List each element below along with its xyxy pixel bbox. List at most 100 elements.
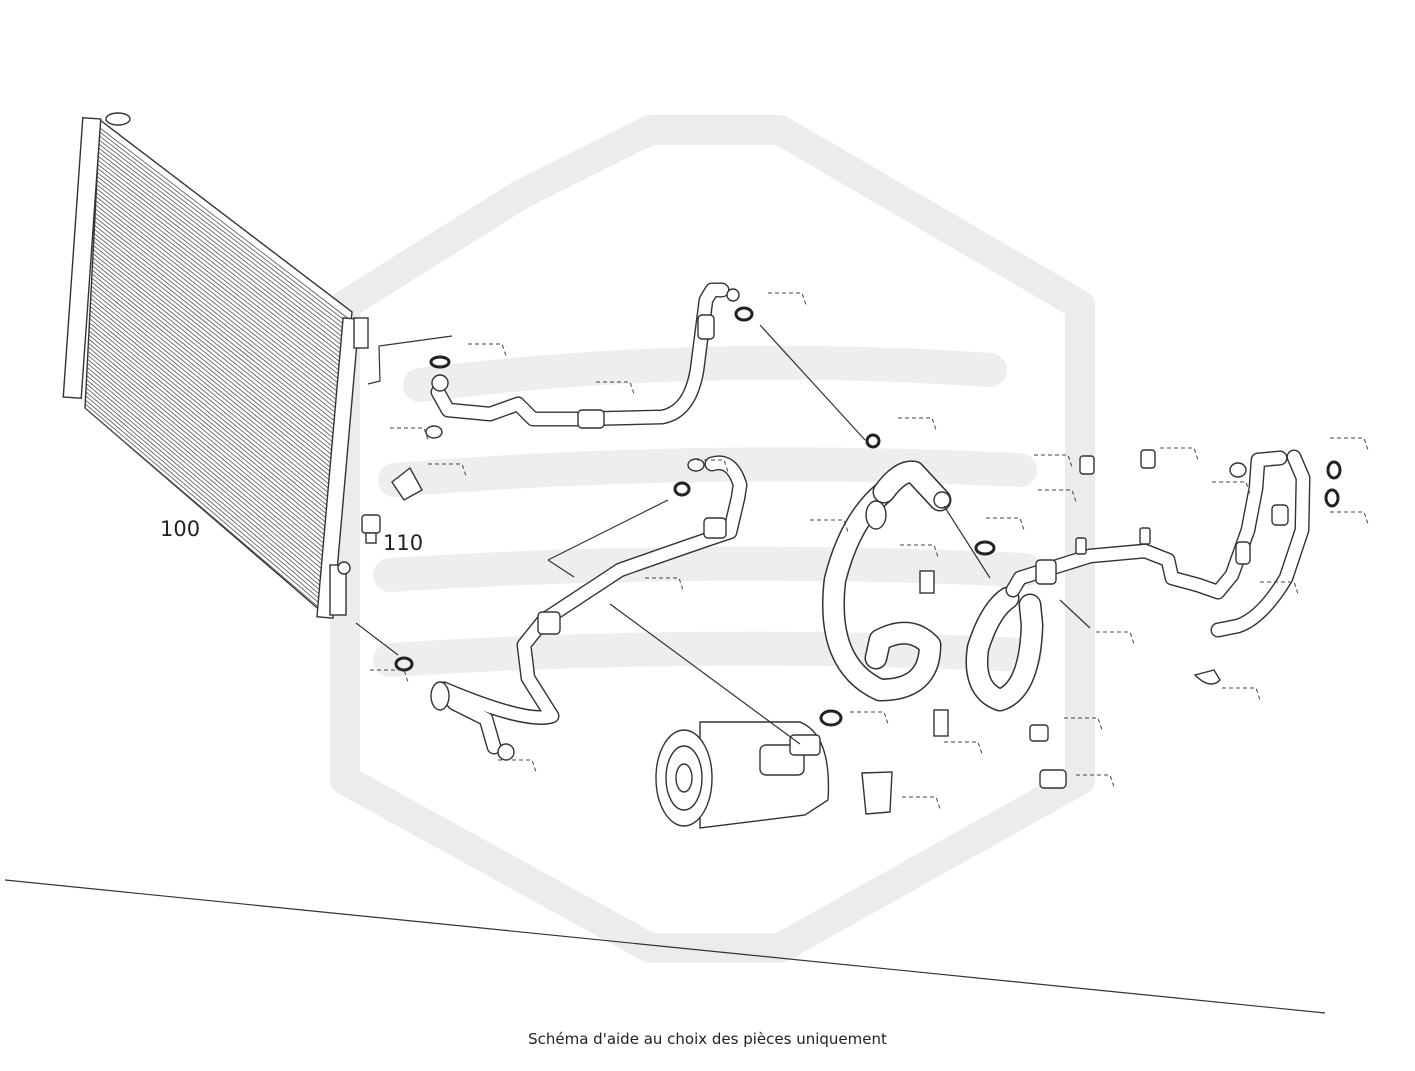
reference-tag: [850, 711, 889, 725]
fin-line: [98, 152, 348, 346]
fin-line: [93, 245, 339, 443]
reference-tags: [370, 292, 1369, 810]
fin-line: [94, 216, 342, 413]
fin-line: [90, 298, 334, 497]
fin-line: [86, 371, 326, 573]
fin-line: [93, 237, 340, 434]
fin-line: [93, 249, 339, 447]
fin-line: [98, 143, 349, 338]
fin-line: [88, 342, 329, 544]
fin-line: [87, 358, 328, 560]
fin-line: [88, 330, 330, 531]
fin-line: [89, 314, 332, 514]
reference-tag: [1096, 631, 1135, 645]
fin-line: [85, 395, 324, 598]
reference-tag: [498, 759, 537, 773]
fin-line: [90, 294, 334, 493]
upper-hose: [425, 282, 754, 439]
fin-line: [98, 160, 347, 354]
condenser-fins: [84, 127, 351, 611]
reference-tag: [690, 459, 729, 473]
compressor-bracket: [861, 771, 893, 815]
leader-line: [367, 335, 453, 385]
fin-line: [91, 281, 335, 481]
fin-line: [92, 261, 337, 460]
fin-line: [97, 176, 346, 371]
fin-line: [93, 253, 338, 451]
condenser-assembly: [62, 112, 369, 619]
fin-line: [87, 363, 327, 565]
fin-line: [94, 221, 341, 417]
right-pipe-assembly: [1005, 449, 1342, 789]
fin-line: [95, 212, 342, 409]
reference-tag: [768, 292, 807, 306]
fin-line: [95, 200, 343, 396]
fin-line: [88, 334, 330, 535]
fin-line: [89, 322, 331, 523]
leader-lines: [355, 324, 991, 745]
reference-tag: [1260, 581, 1299, 595]
fin-line: [97, 172, 346, 367]
fin-line: [96, 188, 345, 384]
fin-line: [96, 184, 345, 380]
fin-line: [94, 225, 341, 422]
fin-line: [85, 391, 324, 594]
fin-line: [87, 350, 328, 552]
fin-line: [90, 302, 333, 502]
reference-tag: [1034, 454, 1073, 468]
reference-tag: [944, 741, 983, 755]
fin-line: [84, 407, 323, 611]
reference-tag: [898, 417, 937, 431]
reference-tag: [596, 381, 635, 395]
reference-tag: [1064, 717, 1103, 731]
reference-tag: [1222, 687, 1261, 701]
fin-line: [86, 379, 326, 581]
reference-tag: [902, 796, 941, 810]
fin-line: [91, 285, 335, 485]
fin-line: [98, 147, 349, 342]
reference-tag: [1076, 774, 1115, 788]
fin-line: [98, 156, 348, 350]
reference-tag: [428, 463, 467, 477]
fin-line: [91, 273, 336, 472]
reference-tag: [370, 669, 409, 683]
fin-line: [92, 257, 338, 455]
fin-line: [92, 265, 337, 464]
section-line: [4, 879, 1326, 1014]
fin-line: [96, 196, 344, 392]
fin-line: [87, 354, 328, 556]
callout-100: 100: [160, 517, 200, 541]
reference-tag: [645, 577, 684, 591]
fin-line: [85, 399, 324, 602]
fin-line: [94, 229, 341, 426]
suction-hoses: [819, 433, 1044, 737]
fin-line: [97, 168, 347, 363]
fin-line: [84, 403, 323, 607]
fin-line: [86, 367, 327, 569]
diagram-caption: Schéma d'aide au choix des pièces unique…: [528, 1030, 887, 1048]
fin-line: [95, 204, 343, 401]
fin-line: [97, 164, 347, 359]
fin-line: [93, 241, 339, 438]
fin-line: [91, 277, 336, 476]
compressor: [655, 721, 830, 829]
fin-line: [99, 135, 350, 329]
fin-line: [88, 346, 329, 548]
reference-tag: [986, 517, 1025, 531]
fin-line: [99, 139, 350, 333]
middle-hose: [394, 455, 748, 761]
fin-line: [99, 127, 351, 321]
callout-110: 110: [383, 531, 423, 555]
fin-line: [92, 269, 337, 468]
reference-tag: [1160, 447, 1199, 461]
fin-line: [89, 318, 332, 518]
reference-tag: [810, 519, 849, 533]
fin-line: [96, 180, 345, 375]
fin-line: [91, 290, 335, 489]
fin-line: [88, 338, 330, 539]
fin-line: [90, 306, 333, 506]
reference-tag: [1038, 489, 1077, 503]
reference-tag: [900, 544, 939, 558]
fin-line: [94, 233, 340, 430]
